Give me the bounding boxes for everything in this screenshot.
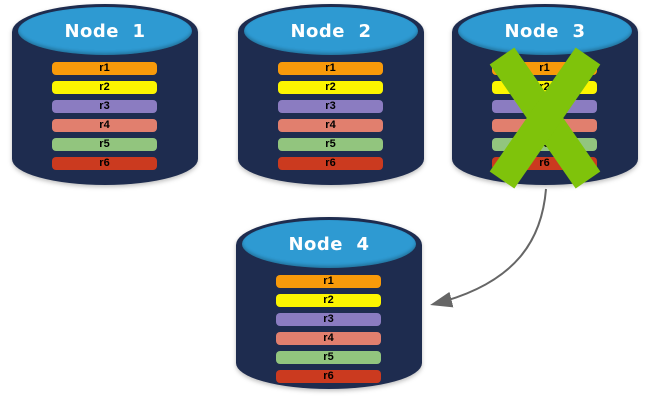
node-1: Node 1 r1 r2 r3 r4 r5 r6 [12,4,198,185]
node-3-cylinder-top: Node 3 [458,7,632,55]
node-1-cylinder-top: Node 1 [18,7,192,55]
node-4-row-list: r1 r2 r3 r4 r5 r6 [276,275,381,383]
node-1-row-list: r1 r2 r3 r4 r5 r6 [52,62,157,170]
row-r2: r2 [52,81,157,94]
row-r2: r2 [278,81,383,94]
row-r3: r3 [278,100,383,113]
node-4: Node 4 r1 r2 r3 r4 r5 r6 [236,217,422,389]
node-2: Node 2 r1 r2 r3 r4 r5 r6 [238,4,424,185]
node-2-cylinder-top: Node 2 [244,7,418,55]
row-r3: r3 [52,100,157,113]
failure-x-icon [489,47,601,189]
row-r1: r1 [278,62,383,75]
node-2-row-list: r1 r2 r3 r4 r5 r6 [278,62,383,170]
node-2-label: Node 2 [290,20,372,42]
row-r3: r3 [276,313,381,326]
node-4-cylinder-top: Node 4 [242,220,416,268]
row-r5: r5 [52,138,157,151]
row-r1: r1 [52,62,157,75]
row-r5: r5 [278,138,383,151]
row-r5: r5 [276,351,381,364]
row-r2: r2 [276,294,381,307]
row-r6: r6 [278,157,383,170]
row-r1: r1 [276,275,381,288]
node-1-label: Node 1 [64,20,146,42]
row-r6: r6 [276,370,381,383]
row-r4: r4 [52,119,157,132]
node-3-label: Node 3 [504,20,586,42]
row-r4: r4 [276,332,381,345]
row-r6: r6 [52,157,157,170]
node-4-label: Node 4 [288,233,370,255]
row-r4: r4 [278,119,383,132]
